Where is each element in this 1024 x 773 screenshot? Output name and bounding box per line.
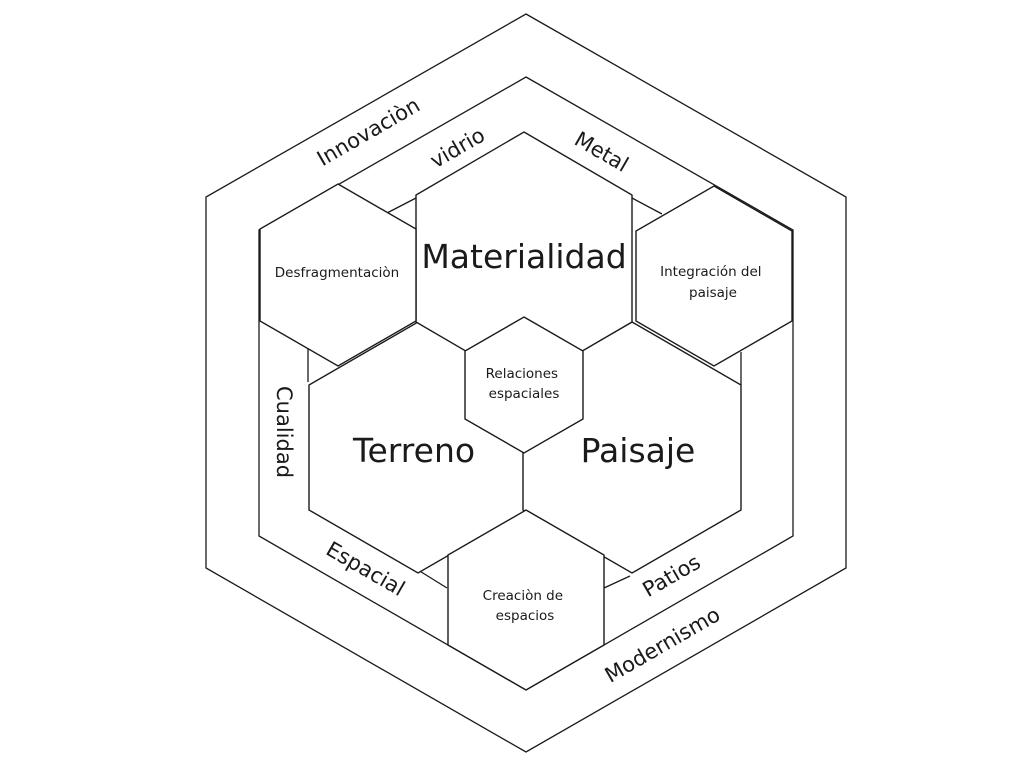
creacion-hexagon	[447, 509, 605, 691]
paisaje-label: Paisaje	[581, 431, 696, 470]
materialidad-label: Materialidad	[421, 237, 626, 276]
cualidad-label: Cualidad	[272, 386, 296, 478]
relaciones-hexagon	[464, 316, 584, 454]
integracion-hexagon	[635, 185, 793, 367]
connector-line	[386, 197, 417, 214]
relaciones-label: Relaciones espaciales	[486, 366, 563, 402]
outer-hexagon	[205, 13, 847, 753]
desfragmentacion-label: Desfragmentaciòn	[275, 265, 399, 281]
creacion-label: Creaciòn de espacios	[483, 588, 568, 624]
integracion-label: Integración del paisaje	[660, 264, 766, 301]
desfragmentacion-hexagon	[259, 183, 417, 367]
connector-line	[631, 197, 663, 215]
connector-line	[417, 569, 448, 589]
modernismo-label: Modernismo	[601, 602, 725, 687]
connector-line	[603, 575, 631, 589]
terreno-label: Terreno	[352, 431, 475, 470]
